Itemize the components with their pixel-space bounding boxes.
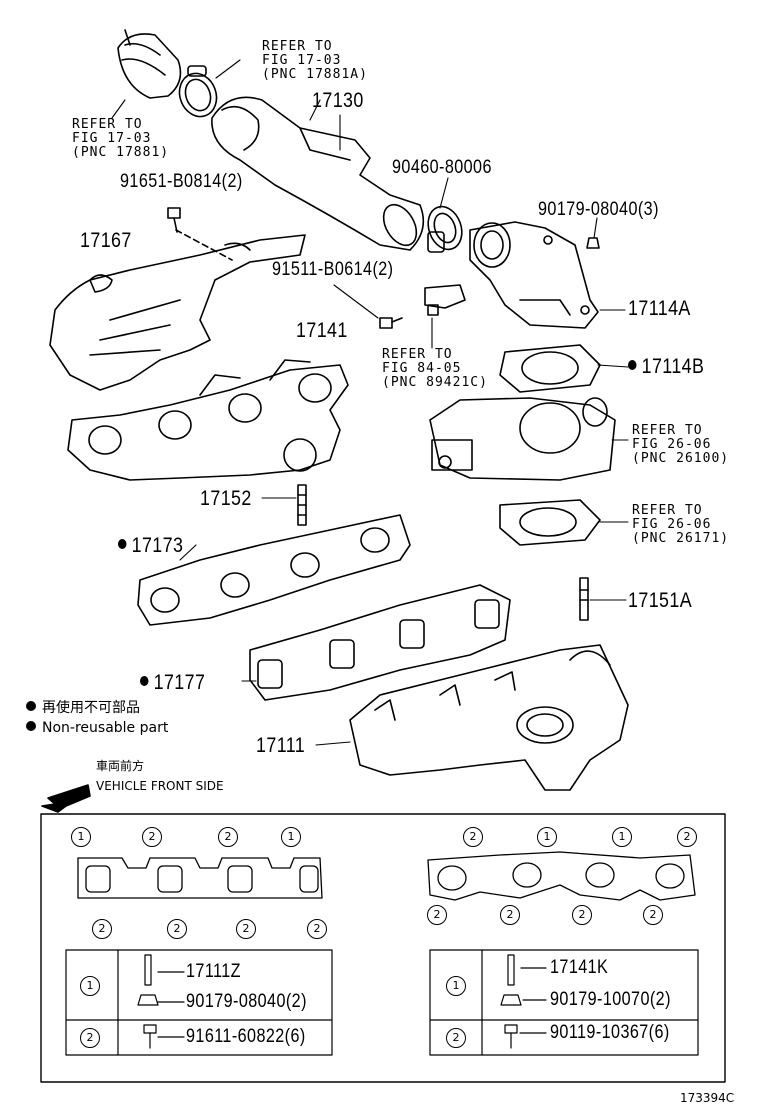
left-parts-table-grid xyxy=(65,949,333,1056)
marker-2: 2 xyxy=(92,919,112,939)
heat-insulator-drawing xyxy=(49,229,306,391)
table-right-row1-marker: 1 xyxy=(446,976,466,996)
part-label-90460-80006: 90460-80006 xyxy=(392,157,492,178)
part-label-17152: 17152 xyxy=(200,487,252,510)
legend-en: Non-reusable part xyxy=(26,721,168,735)
table-right-part-17141k: 17141K xyxy=(550,957,609,978)
ref-fig-17-03-b: REFER TO FIG 17-03 (PNC 17881) xyxy=(72,117,170,160)
front-direction-arrow xyxy=(41,784,91,813)
exhaust-manifold-drawing xyxy=(67,359,349,481)
gasket-17173-drawing xyxy=(137,514,411,626)
marker-2: 2 xyxy=(463,827,483,847)
leader-lines xyxy=(111,59,629,746)
table-left-row1-marker: 1 xyxy=(80,976,100,996)
legend-dot xyxy=(26,701,36,711)
intake-manifold-drawing xyxy=(349,644,629,791)
part-label-17130: 17130 xyxy=(312,89,364,112)
part-label-17177-text: 17177 xyxy=(153,671,206,694)
part-label-17173: 17173 xyxy=(118,535,183,556)
gasket-17114B-drawing xyxy=(499,344,601,393)
part-label-17167: 17167 xyxy=(80,229,132,252)
part-label-17141: 17141 xyxy=(296,319,348,342)
right-parts-table-grid xyxy=(429,949,699,1056)
part-label-17114a: 17114A xyxy=(628,297,691,320)
table-part-icons xyxy=(137,954,547,1049)
marker-1: 1 xyxy=(612,827,632,847)
part-label-91511-b0614: 91511-B0614(2) xyxy=(272,259,394,280)
part-label-17114b: 17114B xyxy=(628,356,704,377)
marker-1: 1 xyxy=(281,827,301,847)
part-label-90179-08040-3: 90179-08040(3) xyxy=(538,199,659,220)
marker-1: 1 xyxy=(537,827,557,847)
table-right-part-90179-10070: 90179-10070(2) xyxy=(550,989,671,1010)
non-reusable-dot xyxy=(628,360,637,371)
marker-2: 2 xyxy=(218,827,238,847)
part-label-91651-b0814: 91651-B0814(2) xyxy=(120,171,243,192)
table-left-part-91611-60822: 91611-60822(6) xyxy=(186,1026,306,1047)
marker-2: 2 xyxy=(236,919,256,939)
hose-clamp-drawing xyxy=(178,65,218,118)
left-gasket-outline xyxy=(77,857,323,899)
marker-2: 2 xyxy=(307,919,327,939)
sensor-drawing xyxy=(424,284,466,316)
bolt-drawings xyxy=(167,207,600,329)
ref-fig-26-06-b: REFER TO FIG 26-06 (PNC 26171) xyxy=(632,503,730,546)
ref-fig-84-05: REFER TO FIG 84-05 (PNC 89421C) xyxy=(382,347,488,390)
ref-fig-26-06-a: REFER TO FIG 26-06 (PNC 26100) xyxy=(632,423,730,466)
part-label-17177: 17177 xyxy=(140,672,205,693)
marker-2: 2 xyxy=(167,919,187,939)
marker-2: 2 xyxy=(427,905,447,925)
marker-2: 2 xyxy=(142,827,162,847)
non-reusable-dot xyxy=(118,539,127,550)
marker-2: 2 xyxy=(500,905,520,925)
table-right-part-90119-10367: 90119-10367(6) xyxy=(550,1022,670,1043)
part-label-17111: 17111 xyxy=(256,734,306,757)
marker-2: 2 xyxy=(572,905,592,925)
table-left-part-90179-08040: 90179-08040(2) xyxy=(186,991,307,1012)
part-label-17114b-text: 17114B xyxy=(641,355,705,378)
stud-17152-drawing xyxy=(297,484,307,526)
throttle-body-drawing xyxy=(429,397,616,481)
right-gasket-outline xyxy=(427,851,696,901)
marker-2: 2 xyxy=(643,905,663,925)
air-hose-drawing xyxy=(117,29,182,99)
adapter-17114A-drawing xyxy=(469,221,599,329)
table-left-row2-marker: 2 xyxy=(80,1028,100,1048)
legend-en-text: Non-reusable part xyxy=(42,720,169,736)
ref-fig-17-03-a: REFER TO FIG 17-03 (PNC 17881A) xyxy=(262,39,368,82)
marker-2: 2 xyxy=(677,827,697,847)
legend-jp: 再使用不可部品 xyxy=(26,701,140,715)
marker-1: 1 xyxy=(71,827,91,847)
table-left-part-17111z: 17111Z xyxy=(186,961,241,982)
intake-pipe-drawing xyxy=(211,96,425,251)
clamp-90460-drawing xyxy=(427,205,463,253)
direction-jp: 車両前方 xyxy=(96,759,145,773)
non-reusable-dot xyxy=(140,676,149,687)
direction-en: VEHICLE FRONT SIDE xyxy=(96,779,224,793)
diagram-id: 173394C xyxy=(680,1091,735,1105)
tightening-order-frame xyxy=(40,813,726,1083)
table-right-row2-marker: 2 xyxy=(446,1028,466,1048)
legend-dot xyxy=(26,721,36,731)
gasket-17177-drawing xyxy=(249,584,511,701)
gasket-26171-drawing xyxy=(499,499,601,546)
legend-jp-text: 再使用不可部品 xyxy=(42,700,140,716)
part-label-17151a: 17151A xyxy=(628,589,693,612)
stud-17151A-drawing xyxy=(579,577,589,621)
part-label-17173-text: 17173 xyxy=(131,534,184,557)
